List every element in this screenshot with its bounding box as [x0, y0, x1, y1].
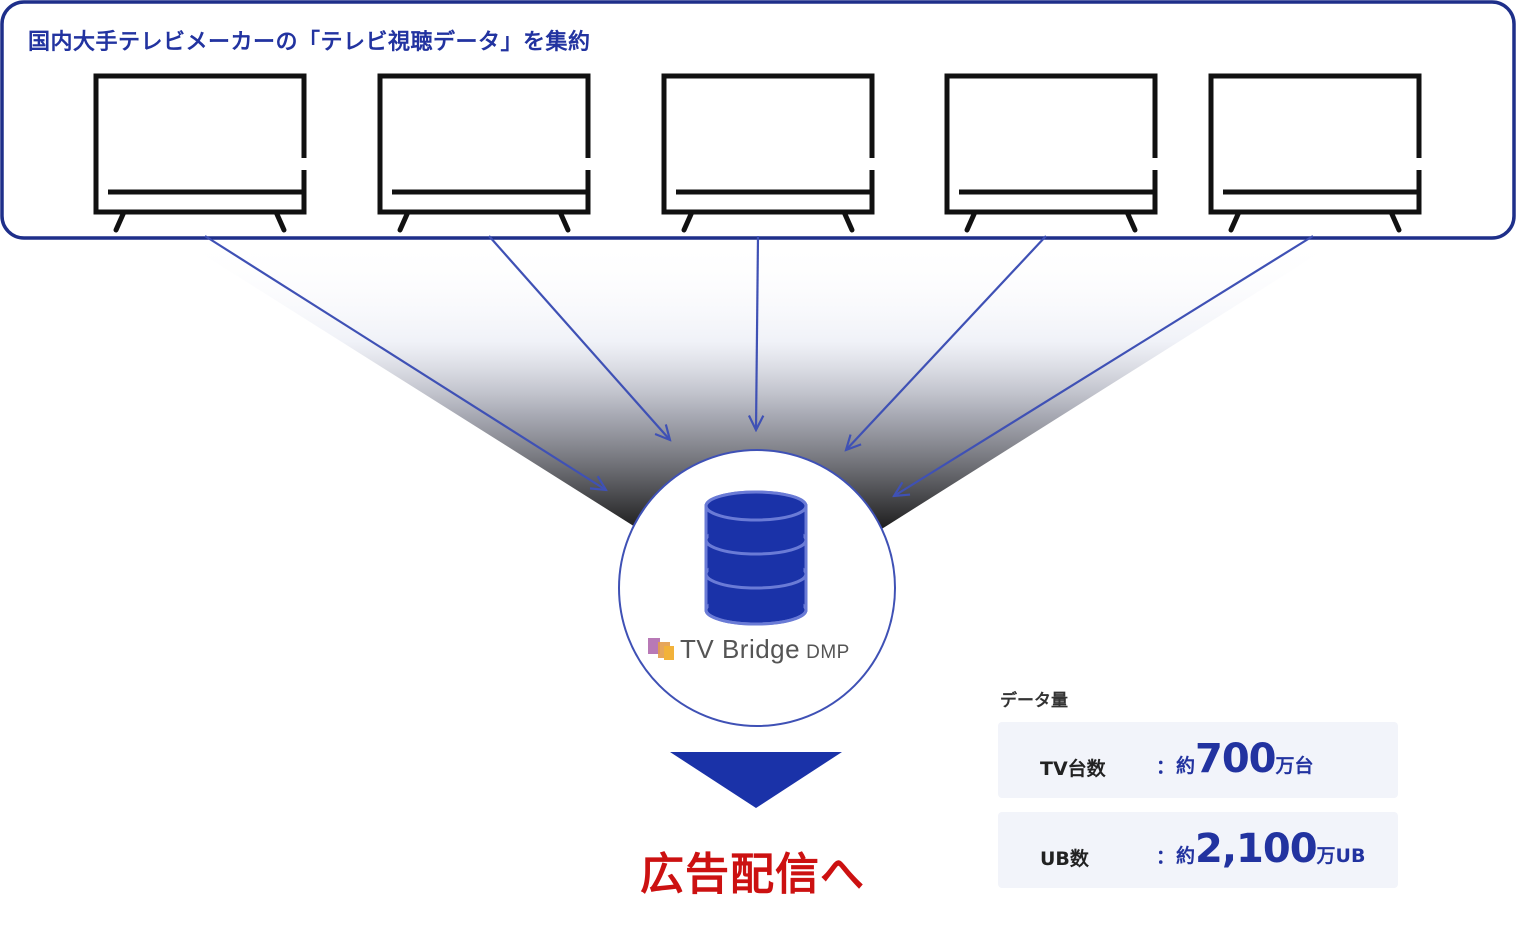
tv-icon [377, 73, 591, 233]
down-triangle-icon [670, 752, 842, 808]
logo-sub-text: DMP [806, 642, 850, 663]
data-flow-arrows [204, 235, 1314, 496]
stat-row-ub-count: UB数 ： 約2,100万UB [998, 812, 1398, 888]
flow-arrow [488, 235, 670, 440]
tv-icon [1208, 73, 1422, 233]
stat-prefix: 約 [1176, 755, 1196, 777]
tv-icon [944, 73, 1158, 233]
flow-arrow [846, 235, 1047, 450]
stat-name: UB数 [1040, 848, 1089, 870]
tv-icon [93, 73, 307, 233]
header-title: 国内大手テレビメーカーの「テレビ視聴データ」を集約 [28, 30, 591, 55]
logo-main-text: TV Bridge [680, 634, 801, 664]
flow-arrow [756, 235, 758, 430]
flow-arrow [894, 235, 1314, 496]
stat-prefix: 約 [1176, 845, 1196, 867]
stat-value: 約700万台 [1176, 736, 1314, 782]
stat-number: 700 [1195, 736, 1276, 782]
stat-value: 約2,100万UB [1176, 826, 1365, 872]
ad-delivery-label: 広告配信へ [640, 849, 865, 900]
tv-icon [661, 73, 875, 233]
flow-arrow [204, 235, 606, 490]
tvbridge-logo-icon [648, 638, 674, 660]
stat-colon: ： [1156, 846, 1176, 868]
funnel-shading [180, 240, 1340, 530]
stat-suffix: 万UB [1316, 845, 1366, 867]
stat-number: 2,100 [1195, 826, 1318, 872]
tv-icon-group [93, 73, 1422, 233]
stat-suffix: 万台 [1275, 755, 1314, 777]
stat-row-tv-count: TV台数 ： 約700万台 [998, 722, 1398, 798]
data-volume-label: データ量 [1000, 691, 1068, 711]
database-icon [704, 490, 808, 626]
stat-colon: ： [1156, 756, 1176, 778]
stat-name: TV台数 [1040, 758, 1106, 780]
